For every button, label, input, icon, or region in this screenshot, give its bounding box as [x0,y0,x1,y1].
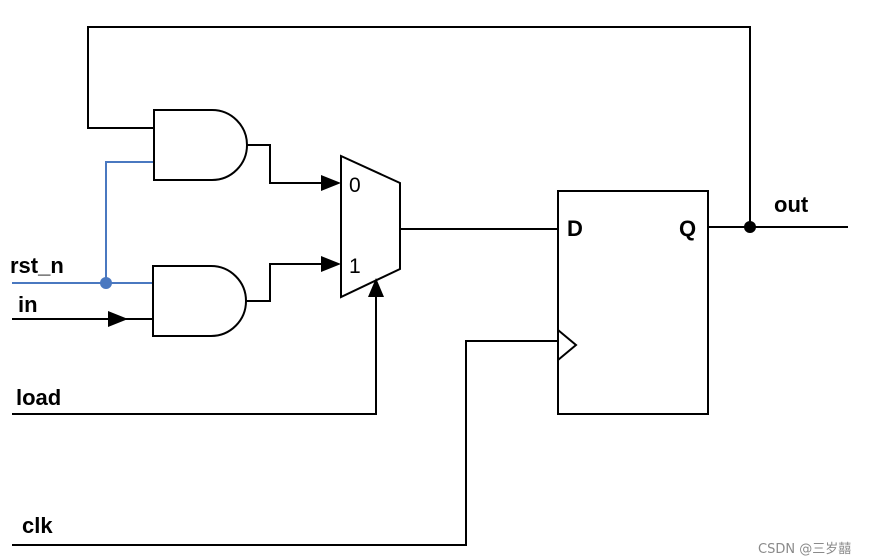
rst-n-junction [100,277,112,289]
and-gate-upper [153,109,248,181]
load-label: load [16,385,61,410]
watermark: CSDN @三岁囍 [758,542,852,557]
out-label: out [774,192,809,217]
clk-label: clk [22,513,53,538]
in-label: in [18,292,38,317]
feedback-wire [87,26,751,227]
in-arrow-icon [108,311,128,327]
mux-input0-label: 0 [349,174,361,197]
load-wire [12,295,377,415]
clock-triangle-icon [557,329,578,361]
mux-select-arrow-icon [368,278,384,297]
out-junction [744,221,756,233]
dff-d-label: D [567,216,583,241]
rst-n-label: rst_n [10,253,64,278]
mux-in1-arrow-icon [321,256,341,272]
dff-q-label: Q [679,216,696,241]
d-flip-flop [557,190,709,415]
and-lower-output-wire [246,263,322,302]
mux-in0-arrow-icon [321,175,341,191]
and-upper-output-wire [247,144,322,184]
mux [340,154,401,299]
and-gate-lower [152,265,247,337]
rst-n-wire [12,161,154,284]
mux-input1-label: 1 [349,255,361,278]
clk-wire [12,340,558,546]
